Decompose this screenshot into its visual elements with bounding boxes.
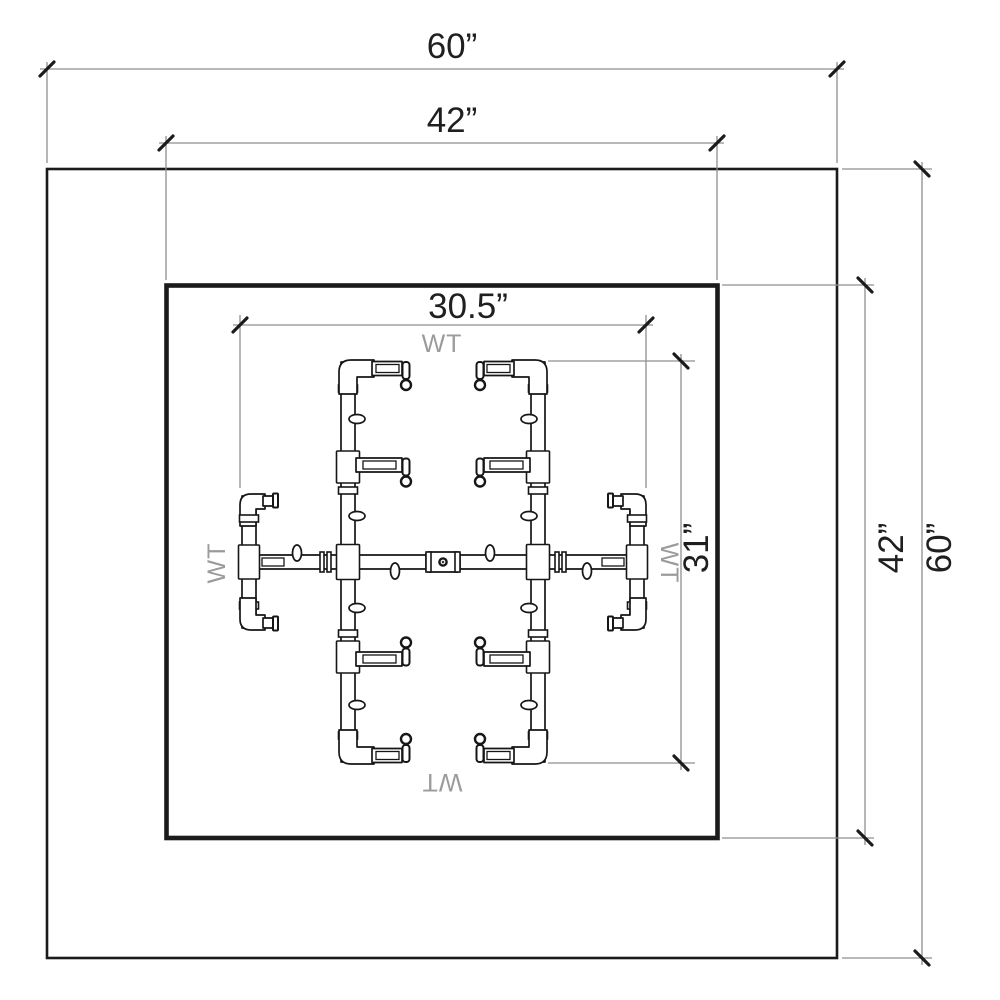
dimension-burner-width: 30.5” <box>231 287 655 488</box>
burner-main-pipe-fittings <box>291 544 593 580</box>
wt-label-right: WT <box>655 543 683 584</box>
outer-square <box>45 167 839 960</box>
dimension-burner-height: 31” <box>548 352 716 772</box>
dimension-top-outer: 60” <box>38 27 846 163</box>
wt-label-top: WT <box>422 330 463 358</box>
dim-label-top-outer: 60” <box>427 27 478 66</box>
burner-left-riser <box>335 359 413 765</box>
burner-center-inlet <box>425 551 461 573</box>
wt-label-bottom: WT <box>422 768 463 796</box>
inner-square <box>164 283 720 841</box>
dimension-right-outer: 60” <box>842 160 959 967</box>
dim-label-top-inner: 42” <box>427 101 478 140</box>
dimension-right-inner: 42” <box>722 276 911 847</box>
wt-label-left: WT <box>203 543 231 584</box>
burner-assembly <box>237 359 649 765</box>
dim-label-right-outer: 60” <box>920 523 959 574</box>
dim-label-right-inner: 42” <box>872 523 911 574</box>
burner-right-riser <box>473 359 551 765</box>
burner-left-end-assembly <box>237 492 279 632</box>
dim-label-burner-height: 31” <box>677 523 716 574</box>
dimension-top-inner: 42” <box>157 101 726 280</box>
burner-right-end-assembly <box>607 492 649 632</box>
dim-label-burner-width: 30.5” <box>428 287 508 326</box>
